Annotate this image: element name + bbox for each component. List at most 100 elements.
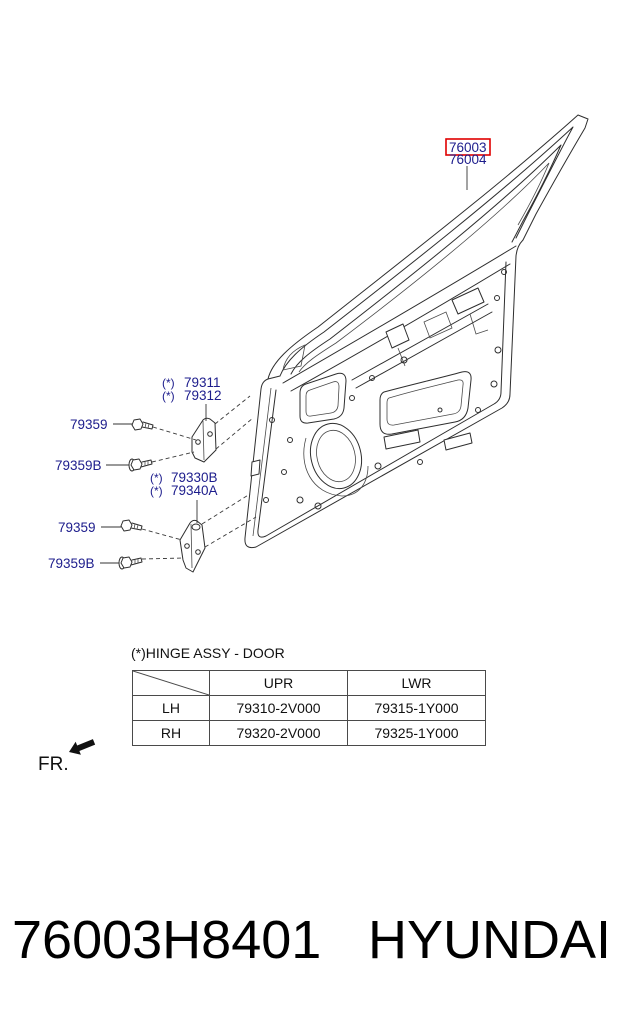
- regulator-rail: [351, 303, 489, 381]
- lower-hinge-bolt-hole: [195, 549, 201, 555]
- callout-76004: 76004: [449, 152, 487, 167]
- speaker-mount-ring: [303, 437, 369, 497]
- opening-outer: [379, 371, 472, 435]
- assembly-line: [152, 426, 197, 441]
- column-header-lwr: LWR: [347, 670, 486, 696]
- mounting-hole: [349, 395, 355, 401]
- lower-hinge: [179, 519, 206, 573]
- mirror-sail-corner: [282, 344, 306, 371]
- callout-76003: 76003: [449, 140, 487, 155]
- speaker-opening-outer: [309, 422, 363, 490]
- row-header-side: LH: [132, 695, 210, 721]
- callout-79312: 79312: [184, 388, 222, 403]
- lower-hinge-part-number: 79315-1Y000: [347, 695, 486, 721]
- bolt-thread: [134, 559, 139, 564]
- glass-run-channel-inner: [298, 162, 550, 373]
- callout-79359b-upper: 79359B: [55, 458, 102, 473]
- optional-mark: (*): [150, 471, 163, 485]
- callout-door-panel: 76003 76004: [445, 138, 491, 167]
- bolt-shaft: [140, 459, 153, 468]
- mounting-hole: [269, 417, 275, 423]
- mounting-hole: [494, 295, 500, 301]
- bolt-head: [130, 458, 143, 471]
- lower-hinge-part-number: 79325-1Y000: [347, 720, 486, 746]
- bolt-thread: [133, 523, 139, 530]
- glass-run-channel: [290, 144, 562, 375]
- table-corner-cell: [132, 670, 210, 696]
- selected-callout-highlight: [445, 138, 491, 156]
- bolt-thread: [144, 422, 150, 429]
- assembly-line: [141, 557, 185, 560]
- optional-mark: (*): [162, 389, 175, 403]
- door-window-frame: [267, 114, 589, 380]
- wiring-connector: [383, 429, 421, 450]
- hinge-table-title: (*)HINGE ASSY - DOOR: [131, 645, 285, 661]
- door-outer-outline: [244, 239, 524, 549]
- leader-lines: [100, 166, 468, 564]
- assembly-lines: [141, 395, 257, 560]
- check-link-hole: [250, 459, 261, 477]
- lower-hinge-bolt-hole: [184, 543, 190, 549]
- column-header-upr: UPR: [209, 670, 348, 696]
- opening-inner: [305, 381, 340, 417]
- upper-hinge-part-number: 79320-2V000: [209, 720, 348, 746]
- opening-inner: [386, 379, 464, 426]
- mounting-hole: [281, 469, 287, 475]
- table-row: LH 79310-2V000 79315-1Y000: [132, 695, 486, 721]
- upper-hinge-bolt-hole: [195, 439, 201, 445]
- bolt-shaft: [130, 557, 143, 566]
- assembly-line: [204, 516, 257, 548]
- opening-outer: [299, 372, 347, 424]
- lower-hinge-fold: [190, 523, 193, 569]
- regulator-motor-outline: [423, 311, 453, 339]
- mounting-hole: [263, 497, 269, 503]
- regulator-rail: [355, 311, 493, 389]
- table-header-row: UPR LWR: [132, 670, 486, 696]
- assembly-line: [151, 451, 195, 463]
- mounting-hole: [494, 346, 502, 354]
- assembly-line: [201, 493, 251, 525]
- mounting-hole: [296, 496, 304, 504]
- belt-line-upper: [282, 245, 517, 384]
- upper-hinge: [191, 417, 217, 463]
- callout-79311: 79311: [184, 375, 221, 390]
- upper-hinge-part-number: 79310-2V000: [209, 695, 348, 721]
- callout-upper-hinge: (*) 79311 (*) 79312: [162, 375, 222, 403]
- hinge-bolt-lower-1: [120, 519, 143, 532]
- callout-lower-hinge: (*) 79330B (*) 79340A: [150, 470, 218, 498]
- bolt-shaft: [141, 421, 154, 430]
- assembly-line: [214, 395, 251, 425]
- regulator-bracket: [385, 323, 410, 349]
- mounting-hole: [400, 356, 408, 364]
- callout-79359b-lower: 79359B: [48, 556, 95, 571]
- caption-brand: HYUNDAI: [368, 910, 611, 970]
- service-opening-middle: [379, 371, 472, 435]
- optional-mark: (*): [150, 484, 163, 498]
- mounting-hole: [501, 269, 507, 275]
- hinge-assy-table: UPR LWR LH 79310-2V000 79315-1Y000 RH 79…: [132, 670, 486, 746]
- bolt-thread: [144, 461, 149, 466]
- upper-hinge-fold: [202, 420, 205, 461]
- listing-caption: 76003H8401 HYUNDAI: [12, 910, 611, 970]
- bolt-head: [131, 418, 144, 431]
- hinge-bolt-upper-2: [128, 458, 153, 472]
- front-direction-indicator: FR.: [38, 739, 96, 775]
- speaker-opening: [303, 422, 369, 497]
- regulator-bracket: [451, 287, 485, 315]
- window-frame-inner-edge: [279, 126, 574, 377]
- mounting-hole: [437, 407, 443, 413]
- callout-hinge-bolts: 79359 79359B 79359 79359B: [48, 417, 108, 571]
- callout-79340a: 79340A: [171, 483, 218, 498]
- bolt-head: [120, 519, 133, 532]
- mounting-holes: [263, 269, 507, 510]
- table-row: RH 79320-2V000 79325-1Y000: [132, 720, 486, 746]
- service-opening-upper: [299, 372, 347, 424]
- door-inner-panel-outline: [257, 261, 507, 538]
- callout-79330b: 79330B: [171, 470, 218, 485]
- front-door-panel: [244, 114, 589, 549]
- mounting-hole: [475, 407, 481, 413]
- window-frame-outer-edge: [267, 114, 589, 380]
- row-header-side: RH: [132, 720, 210, 746]
- upper-hinge-body: [191, 417, 217, 463]
- bolt-shaft: [130, 522, 143, 531]
